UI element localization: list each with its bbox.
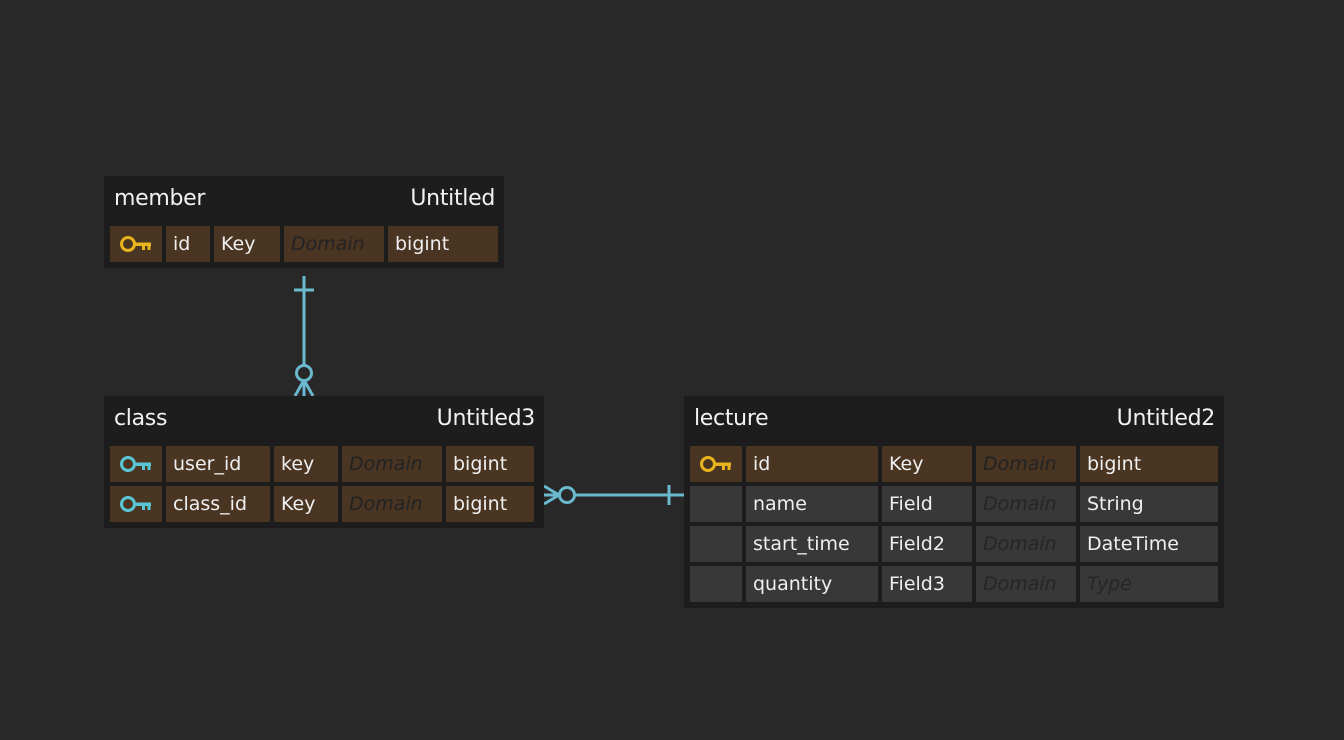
column-domain[interactable]: Domain — [976, 486, 1076, 522]
key-cell — [690, 566, 742, 602]
zero-marker — [558, 486, 576, 504]
column-logical-name[interactable]: key — [274, 446, 338, 482]
table-row[interactable]: id Key Domain bigint — [110, 226, 498, 262]
column-logical-name[interactable]: Key — [882, 446, 972, 482]
crowfoot-bottom — [543, 493, 560, 506]
column-name[interactable]: id — [746, 446, 878, 482]
column-name[interactable]: name — [746, 486, 878, 522]
column-name[interactable]: quantity — [746, 566, 878, 602]
column-domain[interactable]: Domain — [342, 486, 442, 522]
column-logical-name[interactable]: Key — [214, 226, 280, 262]
column-name[interactable]: id — [166, 226, 210, 262]
table-row[interactable]: name Field Domain String — [690, 486, 1218, 522]
column-logical-name[interactable]: Field3 — [882, 566, 972, 602]
key-cell — [110, 446, 162, 482]
table-name: class — [114, 405, 168, 431]
column-name[interactable]: class_id — [166, 486, 270, 522]
key-cell — [690, 446, 742, 482]
column-logical-name[interactable]: Key — [274, 486, 338, 522]
column-type[interactable]: bigint — [446, 446, 534, 482]
column-domain[interactable]: Domain — [284, 226, 384, 262]
relationship-member-class[interactable] — [293, 276, 315, 397]
crowfoot-left — [293, 379, 306, 397]
column-type[interactable]: bigint — [446, 486, 534, 522]
column-logical-name[interactable]: Field — [882, 486, 972, 522]
table-row[interactable]: quantity Field3 Domain Type — [690, 566, 1218, 602]
table-member[interactable]: member Untitled id Key Domain bigint — [104, 176, 504, 268]
column-domain[interactable]: Domain — [976, 566, 1076, 602]
column-domain[interactable]: Domain — [976, 446, 1076, 482]
key-cell — [110, 486, 162, 522]
table-header[interactable]: member Untitled — [110, 176, 498, 220]
key-cell — [690, 526, 742, 562]
column-name[interactable]: start_time — [746, 526, 878, 562]
table-subtitle: Untitled2 — [1116, 405, 1216, 431]
column-type[interactable]: Type — [1080, 566, 1218, 602]
column-type[interactable]: String — [1080, 486, 1218, 522]
table-row[interactable]: id Key Domain bigint — [690, 446, 1218, 482]
relationship-lecture-class[interactable] — [543, 484, 684, 506]
table-subtitle: Untitled — [410, 185, 495, 211]
primary-key-icon — [700, 456, 731, 472]
column-logical-name[interactable]: Field2 — [882, 526, 972, 562]
column-domain[interactable]: Domain — [342, 446, 442, 482]
table-row[interactable]: user_id key Domain bigint — [110, 446, 538, 482]
column-name[interactable]: user_id — [166, 446, 270, 482]
table-header[interactable]: lecture Untitled2 — [690, 396, 1218, 440]
table-subtitle: Untitled3 — [436, 405, 536, 431]
zero-marker — [295, 364, 313, 382]
foreign-key-icon — [120, 456, 151, 472]
column-domain[interactable]: Domain — [976, 526, 1076, 562]
crowfoot-right — [302, 379, 315, 397]
table-name: lecture — [694, 405, 769, 431]
table-class[interactable]: class Untitled3 user_id key Domain bigin… — [104, 396, 544, 528]
table-lecture[interactable]: lecture Untitled2 id Key Domain bigint — [684, 396, 1224, 608]
table-row[interactable]: class_id Key Domain bigint — [110, 486, 538, 522]
key-cell — [690, 486, 742, 522]
column-type[interactable]: bigint — [1080, 446, 1218, 482]
table-row[interactable]: start_time Field2 Domain DateTime — [690, 526, 1218, 562]
primary-key-icon — [120, 236, 151, 252]
table-header[interactable]: class Untitled3 — [110, 396, 538, 440]
column-type[interactable]: bigint — [388, 226, 498, 262]
table-name: member — [114, 185, 206, 211]
column-type[interactable]: DateTime — [1080, 526, 1218, 562]
foreign-key-icon — [120, 496, 151, 512]
key-cell — [110, 226, 162, 262]
crowfoot-top — [543, 484, 560, 497]
